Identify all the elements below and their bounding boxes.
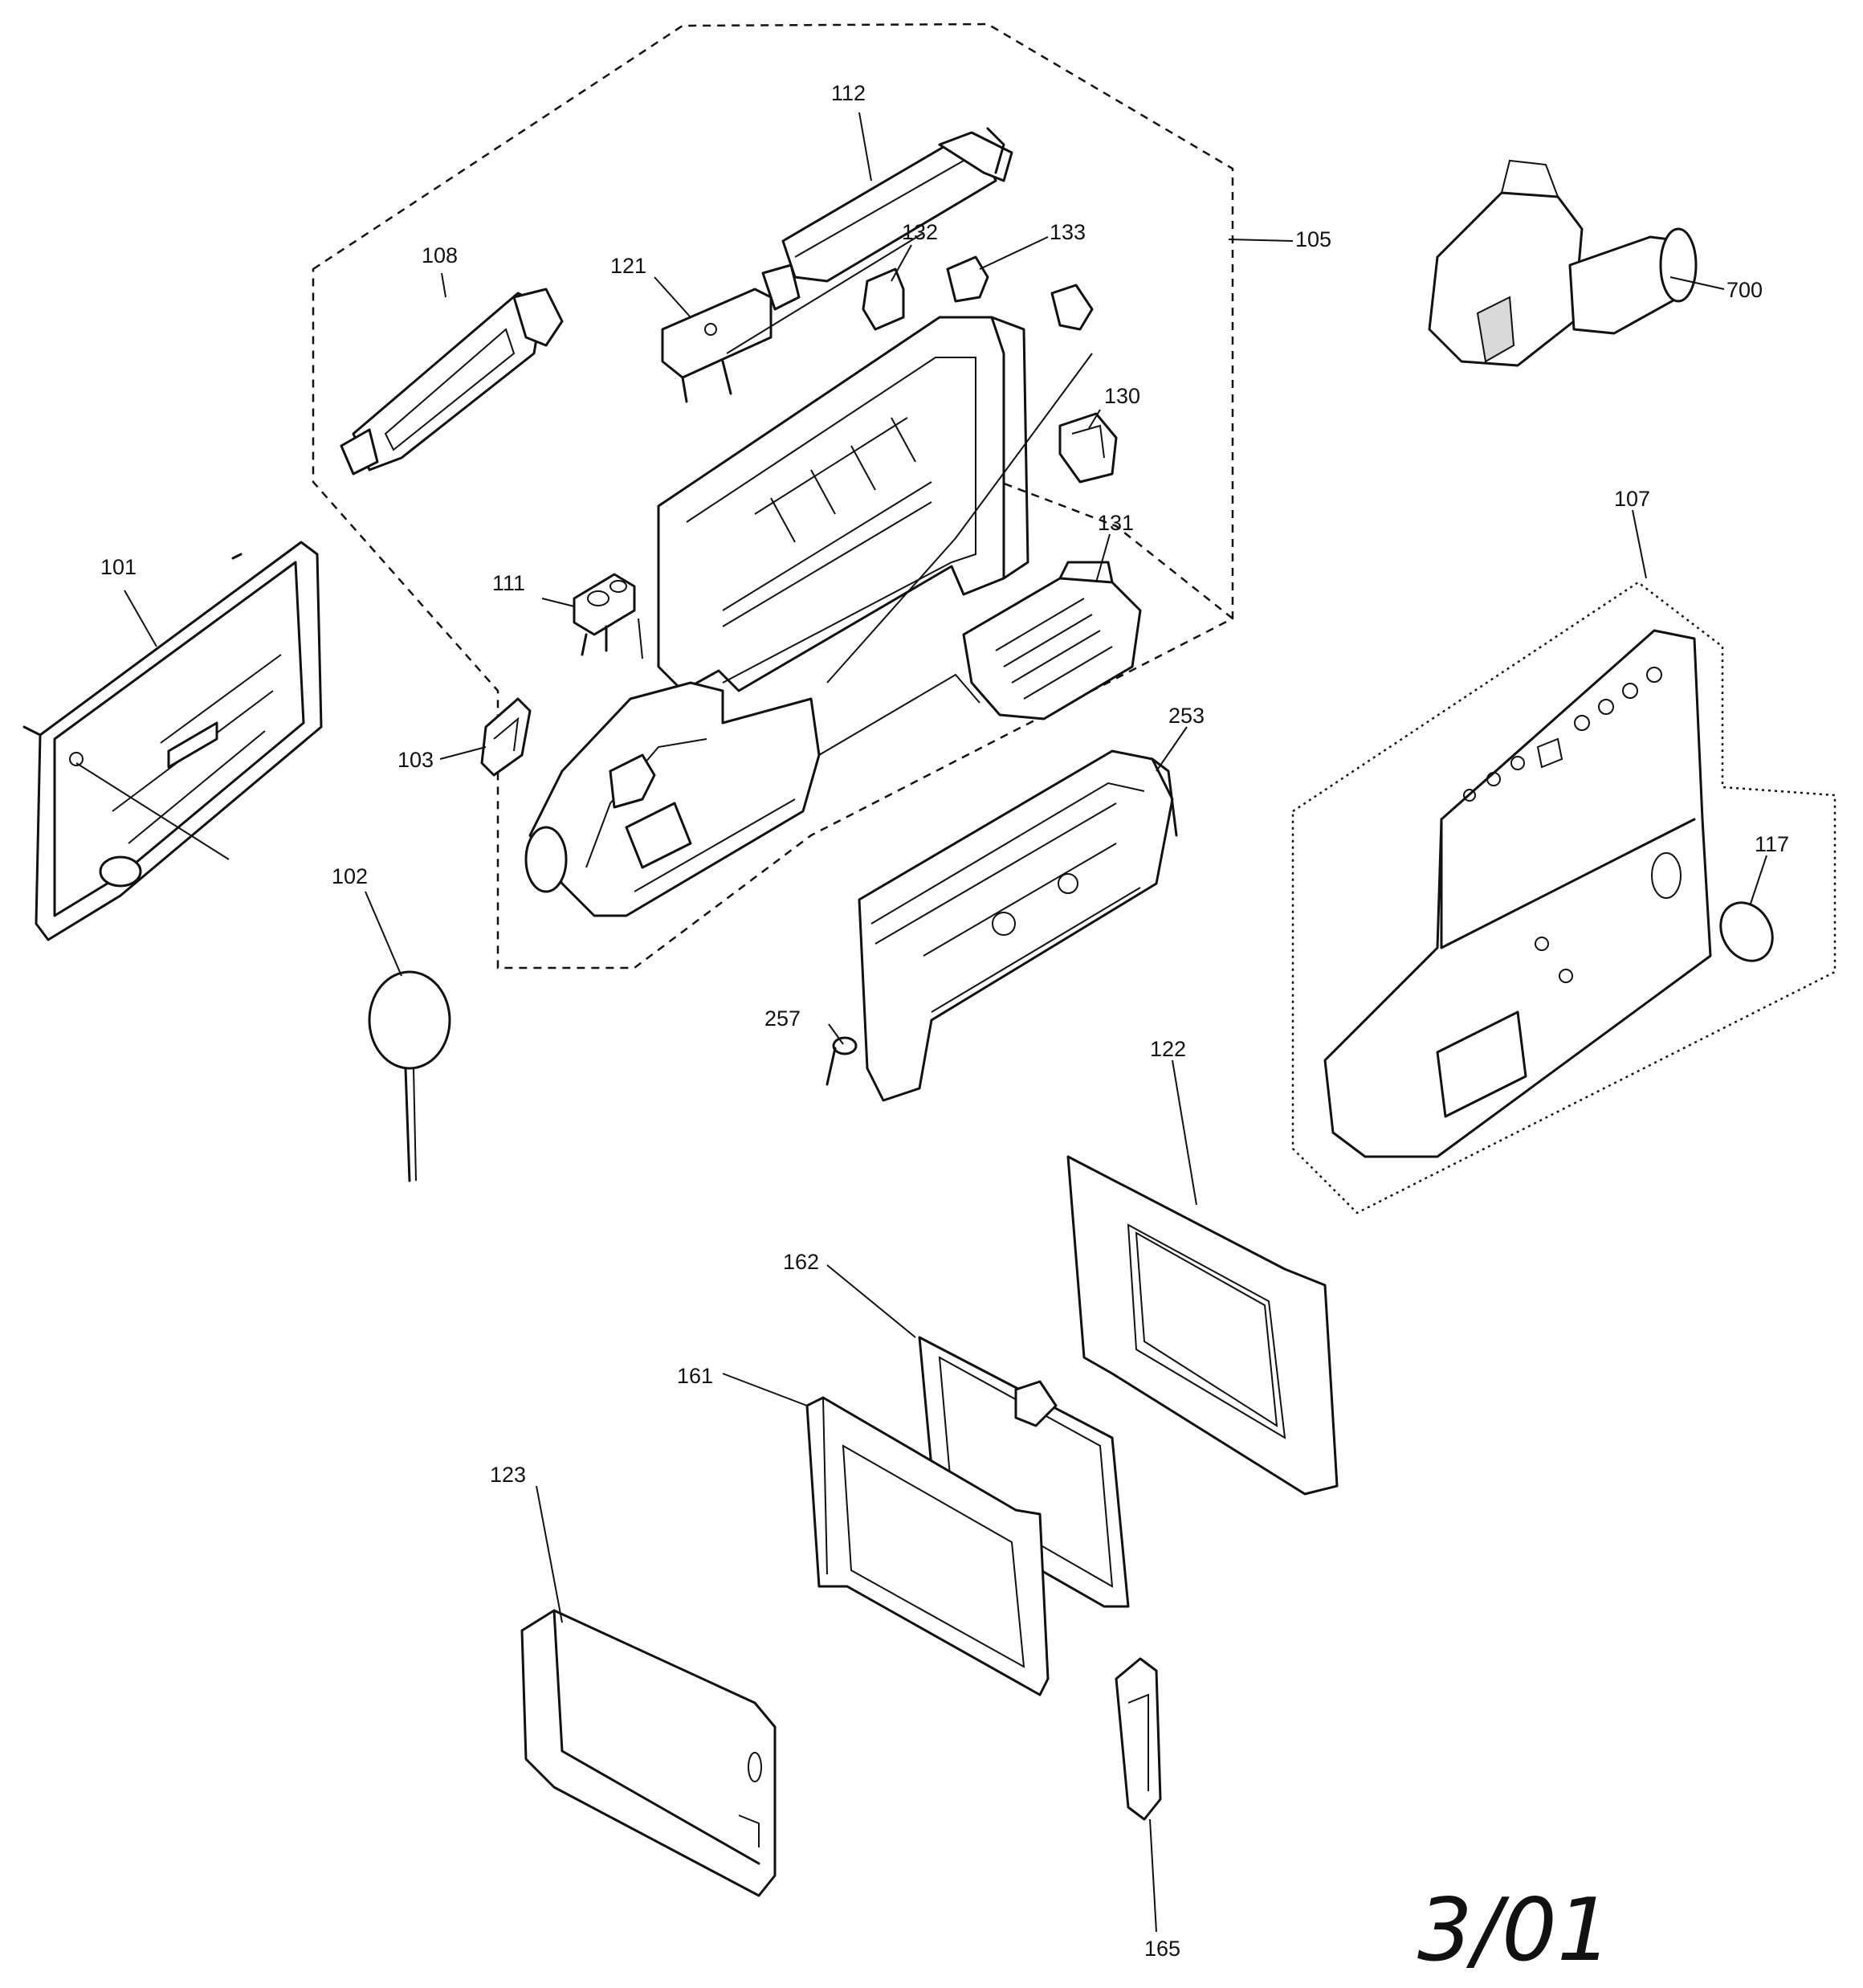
callout-257: 257: [764, 1006, 801, 1031]
callout-101: 101: [100, 555, 137, 579]
part-162-lcd-bezel: [918, 1336, 1130, 1608]
assembly-105-boundary: [312, 22, 1234, 970]
callout-165: 165: [1144, 1937, 1180, 1961]
part-161-lcd-board: [805, 1396, 1050, 1696]
part-103-bracket: [480, 697, 532, 777]
part-257-screw: [826, 1036, 858, 1086]
front-grip-chassis: [524, 673, 980, 917]
callout-107: 107: [1614, 487, 1650, 511]
callout-131: 131: [1098, 511, 1134, 535]
part-121-cap: [661, 288, 773, 403]
callout-161: 161: [677, 1364, 713, 1388]
callout-132: 132: [902, 220, 938, 244]
part-small-tab: [1050, 284, 1094, 331]
part-123-lcd-cover: [520, 1609, 777, 1897]
callout-112: 112: [831, 81, 866, 105]
callout-105: 105: [1295, 227, 1331, 251]
callout-117: 117: [1755, 832, 1789, 856]
callout-111: 111: [492, 571, 525, 595]
callout-700: 700: [1726, 278, 1763, 302]
part-253-cassette-holder: [858, 749, 1178, 1102]
callout-labels: 101 102 103 105 107 108 111 112 117 121 …: [100, 81, 1789, 1961]
date-stamp: 3/01: [1417, 1880, 1612, 1981]
part-117-cap: [1719, 901, 1774, 962]
part-132-clip: [862, 267, 905, 331]
part-111-switch: [573, 573, 636, 656]
part-108-grip-pad: [340, 288, 564, 476]
part-133-clip: [946, 255, 989, 303]
part-130-latch: [1058, 412, 1118, 484]
part-122-lcd-frame: [1066, 1155, 1339, 1496]
callout-130: 130: [1104, 384, 1140, 408]
part-131-mechanism: [962, 561, 1142, 720]
part-102-lens-cap: [368, 970, 451, 1182]
callout-108: 108: [422, 243, 458, 267]
callout-121: 121: [610, 254, 646, 278]
part-700-viewfinder: [1428, 159, 1698, 367]
callout-253: 253: [1168, 704, 1205, 728]
part-165-hinge-bracket: [1115, 1657, 1162, 1821]
part-101-side-cover: [22, 541, 323, 941]
callout-102: 102: [332, 864, 368, 888]
callout-103: 103: [397, 748, 434, 772]
callout-123: 123: [490, 1463, 526, 1487]
part-107-side-panel: [1323, 629, 1712, 1158]
callout-133: 133: [1050, 220, 1086, 244]
callout-122: 122: [1150, 1037, 1186, 1061]
callout-162: 162: [783, 1250, 819, 1274]
leader-lines: [75, 112, 1767, 1933]
